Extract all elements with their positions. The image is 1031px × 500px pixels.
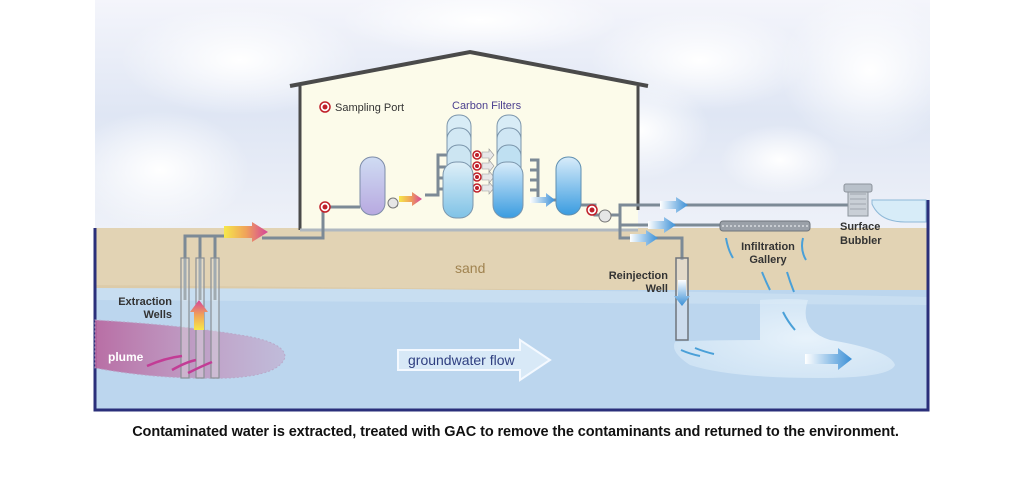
figure-caption: Contaminated water is extracted, treated… [132,424,899,440]
pump-2 [598,209,612,223]
infiltration-gallery-pipe [719,220,811,232]
final-tank [555,156,582,216]
pump-1 [387,197,399,209]
sampling-ports [319,150,598,216]
outlet-arrow-bubbler [660,197,688,213]
plume-inflow-arrows [146,354,213,375]
sand-label: sand [455,260,485,276]
holding-tank [359,156,386,216]
extraction-wells-label: Extraction [118,296,172,308]
prefilter-arrow [399,192,422,206]
infiltration-gallery-label-2: Gallery [749,254,787,266]
pump-and-treat-diagram: Sampling Port Carbon Filters [70,0,960,412]
reinjection-well-label: Reinjection [609,270,669,282]
surface-bubbler-label: Surface [840,221,880,233]
infiltration-flow-arrows [680,237,807,357]
outlet-arrow-gallery [648,217,676,233]
carbon-filters-label: Carbon Filters [452,100,522,112]
post-filter-arrow [530,193,555,207]
outlet-arrow-reinjection [630,230,658,246]
carbon-filter-bank-2 [492,114,524,219]
treated-water-arrow [805,348,852,370]
surface-water [871,199,927,223]
sand-layer [95,228,928,298]
extraction-wells-label-2: Wells [143,309,172,321]
reinjection-well [674,257,690,341]
clouds [70,0,960,230]
groundwater-flow-arrow [397,338,552,382]
groundwater-flow-label: groundwater flow [408,352,516,368]
plume [94,319,286,379]
frame [93,200,930,412]
sampling-port-label: Sampling Port [335,102,404,114]
carbon-filter-bank-1 [442,114,474,219]
surface-bubbler [843,183,873,217]
interfilter-arrows [481,148,495,195]
reinjection-well-label-2: Well [646,283,668,295]
inlet-arrow [224,222,268,242]
infiltration-gallery-label: Infiltration [741,241,795,253]
extraction-up-arrow [190,300,208,330]
surface-bubbler-label-2: Bubbler [840,235,882,247]
plume-label: plume [108,350,144,364]
